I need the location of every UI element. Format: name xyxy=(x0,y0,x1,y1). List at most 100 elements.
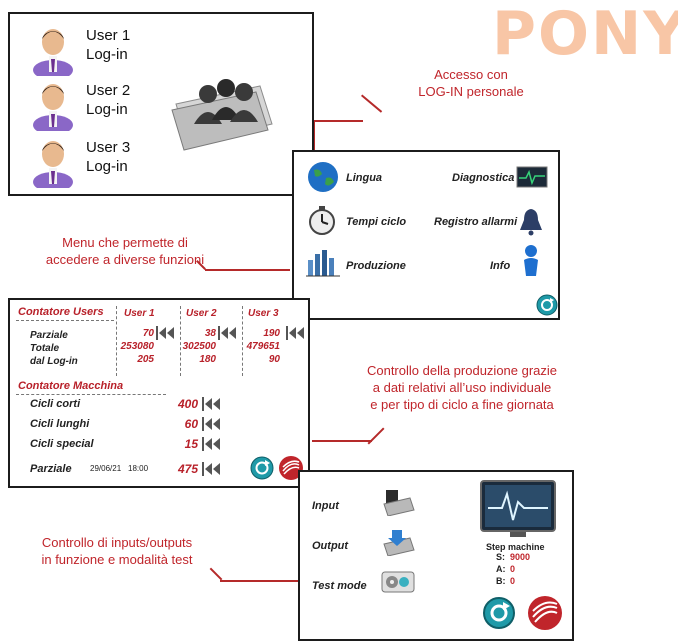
user-login-1[interactable]: User 1 Log-in xyxy=(28,22,168,76)
partial-reset-button[interactable] xyxy=(202,462,222,476)
user-name: User 2 xyxy=(86,82,131,99)
brand-logo-button[interactable] xyxy=(278,455,304,481)
callout-line: a dati relativi all’uso individuale xyxy=(372,380,552,395)
user-label: User 3 Log-in xyxy=(86,138,130,176)
machine-row-label: Cicli corti xyxy=(30,398,81,410)
callout-io: Controllo di inputs/outputs in funzione … xyxy=(22,534,212,568)
menu-item-info[interactable]: Info xyxy=(490,260,511,272)
machine-row-reset-button[interactable] xyxy=(202,437,222,451)
login-panel: User 1 Log-in User 2 Log-in User 3 Log-i… xyxy=(8,12,314,196)
user-col-header: User 1 xyxy=(124,308,155,319)
step-machine-monitor-icon xyxy=(480,480,556,537)
user1-reset-button[interactable] xyxy=(156,326,176,340)
machine-row-value: 15 xyxy=(184,437,198,451)
machine-row-reset-button[interactable] xyxy=(202,417,222,431)
user2-reset-button[interactable] xyxy=(218,326,238,340)
divider xyxy=(16,394,166,395)
login-label: Log-in xyxy=(86,46,128,63)
info-person-icon xyxy=(524,245,538,276)
user-label: User 2 Log-in xyxy=(86,81,130,119)
menu-item-registro-allarmi[interactable]: Registro allarmi xyxy=(434,216,518,228)
machine-row-label: Cicli lunghi xyxy=(30,418,90,430)
user-avatar-icon xyxy=(33,29,73,76)
output-icon xyxy=(383,530,415,556)
login-label: Log-in xyxy=(86,101,128,118)
user3-parziale: 190 xyxy=(263,328,280,339)
user-col-header: User 3 xyxy=(248,308,279,319)
io-item-output[interactable]: Output xyxy=(312,540,349,552)
user-login-3[interactable]: User 3 Log-in xyxy=(28,134,168,188)
brand-logo: PONY xyxy=(492,0,678,69)
connector-line xyxy=(312,440,372,442)
user-col-header: User 2 xyxy=(186,308,217,319)
user2-parziale: 38 xyxy=(204,328,216,339)
step-machine-title: Step machine xyxy=(486,542,545,552)
callout-line: e per tipo di ciclo a fine giornata xyxy=(370,397,554,412)
production-chart-icon xyxy=(306,250,340,277)
menu-item-tempi-ciclo[interactable]: Tempi ciclo xyxy=(346,216,407,228)
user3-totale: 479651 xyxy=(246,341,280,352)
io-item-test-mode[interactable]: Test mode xyxy=(312,580,367,592)
user1-totale: 253080 xyxy=(120,341,154,352)
partial-value: 475 xyxy=(177,462,198,476)
io-item-input[interactable]: Input xyxy=(312,500,339,512)
machine-row-value: 400 xyxy=(177,397,198,411)
user-name: User 1 xyxy=(86,27,131,44)
row-label-dal-login: dal Log-in xyxy=(30,356,78,367)
user2-login: 180 xyxy=(199,354,216,365)
io-panel: Input Output Test mode Step machine S: 9… xyxy=(298,470,574,641)
menu-item-lingua[interactable]: Lingua xyxy=(346,172,383,184)
counter-users-title: Contatore Users xyxy=(18,306,104,318)
menu-panel: Lingua Diagnostica Tempi ciclo Registro … xyxy=(292,150,560,320)
connector-line xyxy=(205,269,290,271)
connector-line xyxy=(313,120,363,122)
refresh-button[interactable] xyxy=(250,456,274,480)
users-folder-icon xyxy=(171,79,273,151)
partial-label: Parziale xyxy=(30,463,72,475)
machine-row-reset-button[interactable] xyxy=(202,397,222,411)
callout-line: Controllo della produzione grazie xyxy=(366,363,558,378)
monitor-icon xyxy=(516,166,548,188)
refresh-button[interactable] xyxy=(536,294,558,316)
callout-login: Accesso con LOG-IN personale xyxy=(386,66,556,100)
user-name: User 3 xyxy=(86,139,131,156)
step-key: B: xyxy=(496,576,506,586)
partial-date: 29/06/21 xyxy=(90,464,122,473)
counter-panel: Contatore Users User 1 User 2 User 3 Par… xyxy=(8,298,310,488)
user1-parziale: 70 xyxy=(142,328,154,339)
callout-production: Controllo della produzione grazie a dati… xyxy=(348,362,576,413)
step-key: S: xyxy=(496,552,505,562)
callout-line: Accesso con xyxy=(434,67,508,82)
menu-item-produzione[interactable]: Produzione xyxy=(346,260,406,272)
partial-time: 18:00 xyxy=(128,464,149,473)
connector-line xyxy=(367,427,385,445)
counter-machine-title: Contatore Macchina xyxy=(18,380,124,392)
machine-row-value: 60 xyxy=(184,417,198,431)
step-value: 0 xyxy=(510,564,516,574)
brand-logo-button[interactable] xyxy=(526,594,564,632)
machine-row-label: Cicli special xyxy=(30,438,94,450)
globe-icon xyxy=(308,162,338,192)
login-label: Log-in xyxy=(86,158,128,175)
user2-totale: 302500 xyxy=(182,341,216,352)
user1-login: 205 xyxy=(137,354,154,365)
connector-line xyxy=(209,567,223,581)
row-label-totale: Totale xyxy=(30,343,60,354)
user3-reset-button[interactable] xyxy=(286,326,306,340)
callout-line: Menu che permette di xyxy=(62,235,188,250)
connector-line xyxy=(220,580,298,582)
divider xyxy=(180,306,181,376)
refresh-button[interactable] xyxy=(482,596,516,630)
input-icon xyxy=(383,490,415,516)
menu-item-diagnostica[interactable]: Diagnostica xyxy=(452,172,515,184)
step-value: 9000 xyxy=(510,552,531,562)
callout-menu: Menu che permette di accedere a diverse … xyxy=(30,234,220,268)
user-avatar-icon xyxy=(33,84,73,131)
callout-line: Controllo di inputs/outputs xyxy=(41,535,193,550)
divider xyxy=(116,306,117,376)
alarm-bell-icon xyxy=(520,209,542,236)
user-avatar-icon xyxy=(33,141,73,188)
test-mode-icon xyxy=(381,571,415,593)
user-login-2[interactable]: User 2 Log-in xyxy=(28,77,168,131)
row-label-parziale: Parziale xyxy=(30,330,68,341)
